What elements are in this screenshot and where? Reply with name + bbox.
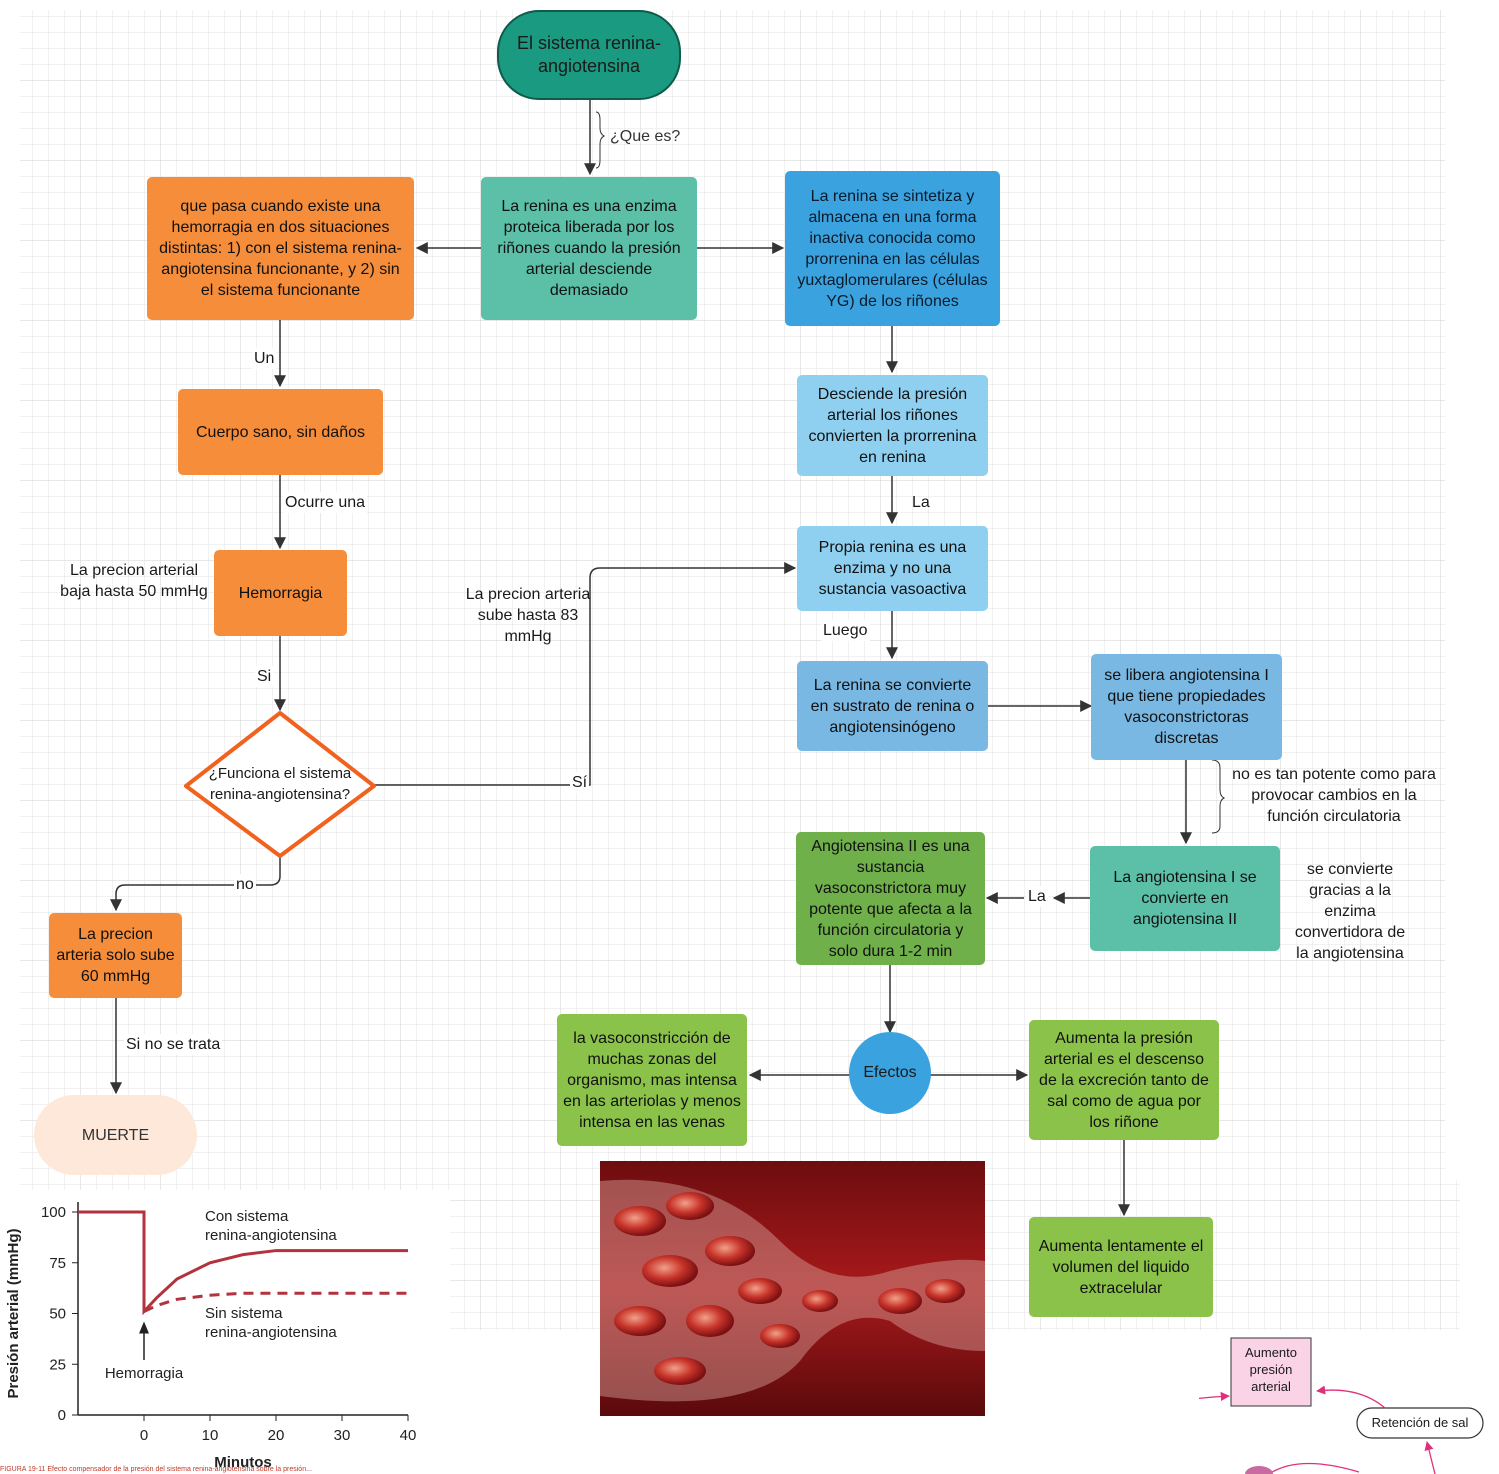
series-line-2 — [143, 1291, 408, 1313]
conversion-node: Desciende la presión arterial los riñone… — [797, 375, 988, 476]
hemorrhage-node: Hemorragia — [214, 550, 347, 636]
y-tick-label: 75 — [49, 1255, 66, 1272]
x-tick-label: 40 — [400, 1427, 417, 1444]
label-pressure-rise: La precion arteria sube hasta 83 mmHg — [465, 586, 591, 645]
effects-label: Efectos — [863, 1064, 917, 1081]
label-converts-via: se convierte gracias a la enzima convert… — [1294, 861, 1406, 962]
chart-axes — [72, 1202, 409, 1421]
vasoconstriction-node: la vasoconstricción de muchas zonas del … — [557, 1014, 747, 1146]
figure-caption: FIGURA 19-11 Efecto compensador de la pr… — [0, 1466, 312, 1473]
label-la: La — [912, 494, 930, 511]
y-tick-label: 0 — [58, 1407, 66, 1424]
mini-box-pressure: Aumento presión arterial — [1244, 1345, 1298, 1394]
effects-circle — [849, 1032, 931, 1114]
label-pressure-drop: La precion arterial baja hasta 50 mmHg — [60, 562, 208, 600]
label-si-accent: Sí — [570, 772, 590, 793]
angiotensin2-node: Angiotensina II es una sustancia vasocon… — [796, 832, 985, 965]
label-que-es: ¿Que es? — [610, 128, 681, 145]
mini-box-salt: Retención de sal — [1371, 1415, 1469, 1430]
decision-diamond — [184, 711, 376, 858]
annotation-label: Hemorragia — [105, 1365, 184, 1382]
blood-vessel-image — [600, 1161, 985, 1416]
label-not-potent: no es tan potente como para provocar cam… — [1232, 766, 1436, 825]
volume-increase-node: Aumenta lentamente el volumen del liquid… — [1029, 1217, 1213, 1317]
x-tick-label: 10 — [202, 1427, 219, 1444]
pressure-increase-node: Aumenta la presión arterial es el descen… — [1029, 1020, 1219, 1140]
label-la-2: La — [1026, 886, 1048, 907]
low-pressure-node: La precion arteria solo sube 60 mmHg — [49, 913, 182, 998]
hemorrhage-question-node: que pasa cuando existe una hemorragia en… — [147, 177, 414, 320]
start-node: El sistema renina-angiotensina — [497, 10, 681, 100]
healthy-node: Cuerpo sano, sin daños — [178, 389, 383, 475]
definition-node: La renina es una enzima proteica liberad… — [481, 177, 697, 320]
x-tick-label: 20 — [268, 1427, 285, 1444]
label-ocurre-una: Ocurre una — [283, 492, 368, 513]
label-si-no-se-trata: Si no se trata — [124, 1034, 223, 1055]
angiotensin1-node: se libera angiotensina I que tiene propi… — [1091, 654, 1282, 760]
label-si: Si — [255, 666, 274, 687]
decision-label: ¿Funciona el sistema renina-angiotensina… — [208, 765, 352, 803]
annotation-arrowhead — [139, 1321, 149, 1334]
x-axis-label: Minutos — [214, 1454, 272, 1471]
synthesis-node: La renina se sintetiza y almacena en una… — [785, 171, 1000, 326]
series-line-1 — [78, 1210, 408, 1316]
angiotensin-convert-node: La angiotensina I se convierte en angiot… — [1090, 846, 1280, 951]
chart-series — [78, 1210, 408, 1316]
y-tick-label: 100 — [41, 1204, 66, 1221]
label-luego: Luego — [821, 620, 870, 641]
label-no: no — [234, 874, 256, 895]
mini-feedback-diagram — [1199, 1337, 1484, 1474]
death-node: MUERTE — [34, 1095, 197, 1175]
substrate-node: La renina se convierte en sustrato de re… — [797, 661, 988, 751]
label-un: Un — [252, 348, 277, 369]
x-tick-label: 30 — [334, 1427, 351, 1444]
y-axis-label: Presión arterial (mmHg) — [5, 1228, 22, 1398]
x-tick-label: 0 — [140, 1427, 148, 1444]
y-tick-label: 25 — [49, 1356, 66, 1373]
enzyme-node: Propia renina es una enzima y no una sus… — [797, 526, 988, 611]
y-tick-label: 50 — [49, 1306, 66, 1323]
